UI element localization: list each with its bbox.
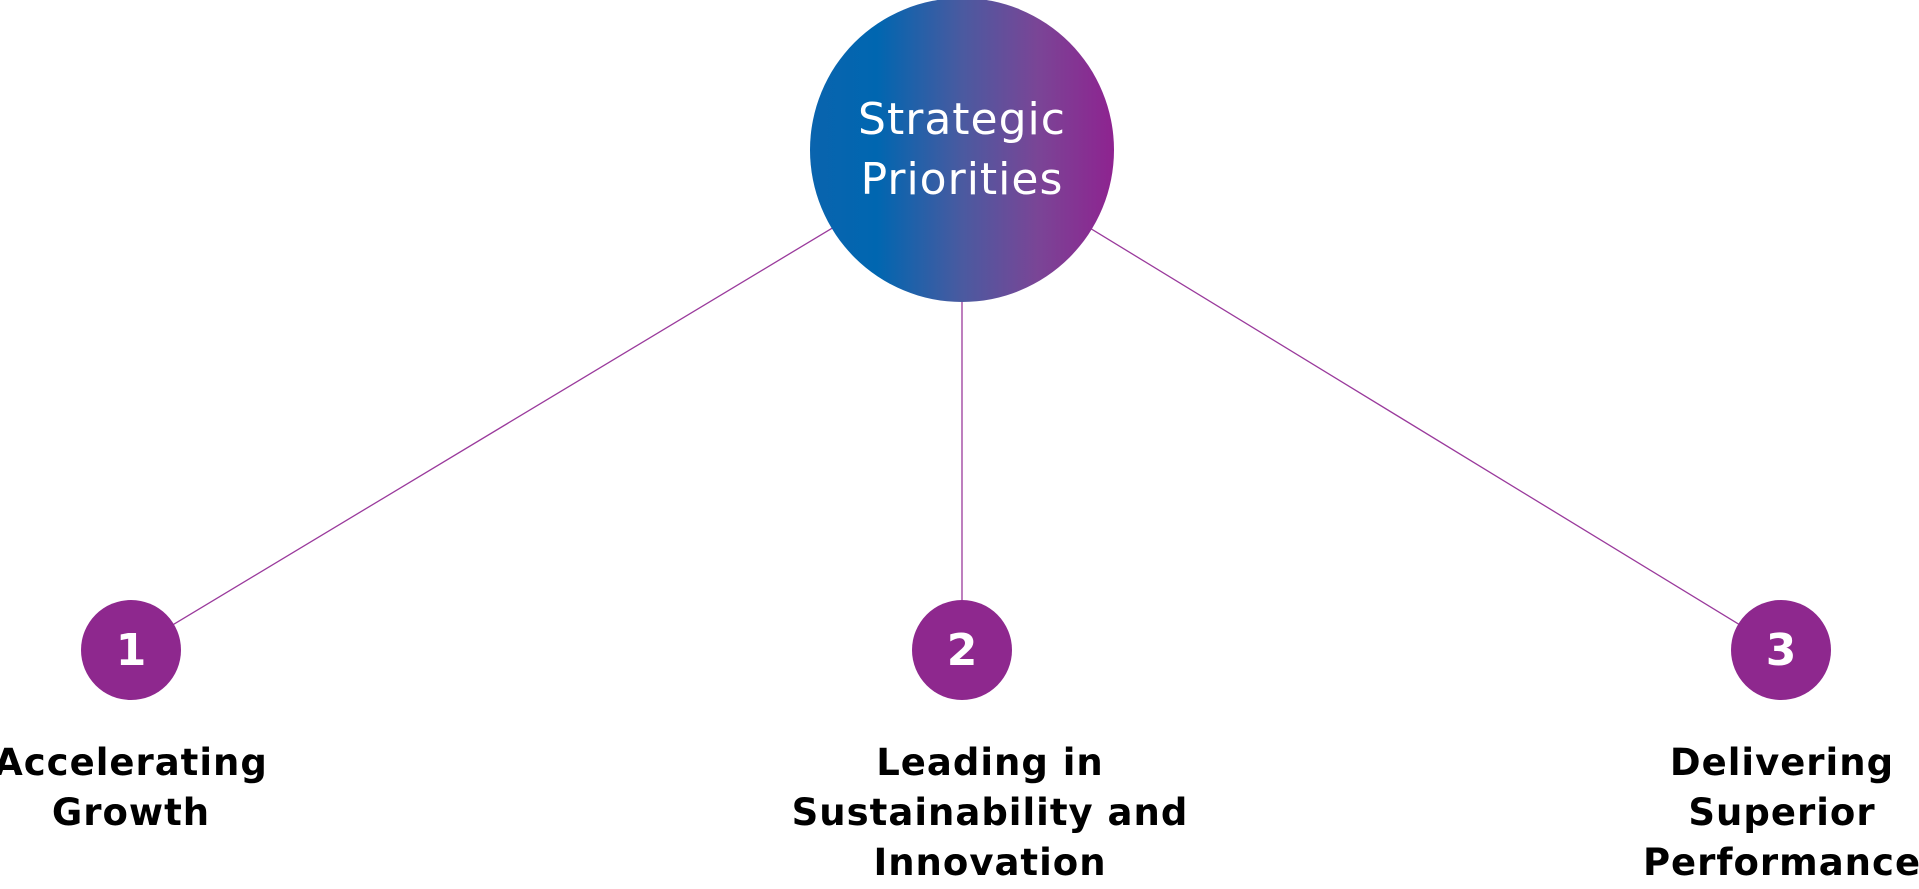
label-line: Delivering — [1669, 741, 1895, 784]
label-line: Innovation — [873, 841, 1107, 884]
priority-number-1: 1 — [81, 600, 181, 700]
connector-line-1 — [130, 149, 963, 651]
strategic-priorities-hub: Strategic Priorities — [810, 0, 1114, 302]
hub-title-line2: Priorities — [860, 154, 1064, 205]
label-line: Accelerating — [0, 741, 268, 784]
priority-label-3: Delivering Superior Performance — [1582, 738, 1919, 888]
label-line: Growth — [51, 791, 211, 834]
connector-line-3 — [961, 149, 1782, 651]
label-line: Performance — [1642, 841, 1919, 884]
priority-label-2: Leading in Sustainability and Innovation — [790, 738, 1190, 888]
priority-number-3: 3 — [1731, 600, 1831, 700]
priority-label-1: Accelerating Growth — [0, 738, 331, 838]
hub-title-line1: Strategic — [858, 94, 1066, 145]
label-line: Superior — [1688, 791, 1876, 834]
label-line: Leading in — [876, 741, 1104, 784]
priority-number-2: 2 — [912, 600, 1012, 700]
label-line: Sustainability and — [791, 791, 1189, 834]
